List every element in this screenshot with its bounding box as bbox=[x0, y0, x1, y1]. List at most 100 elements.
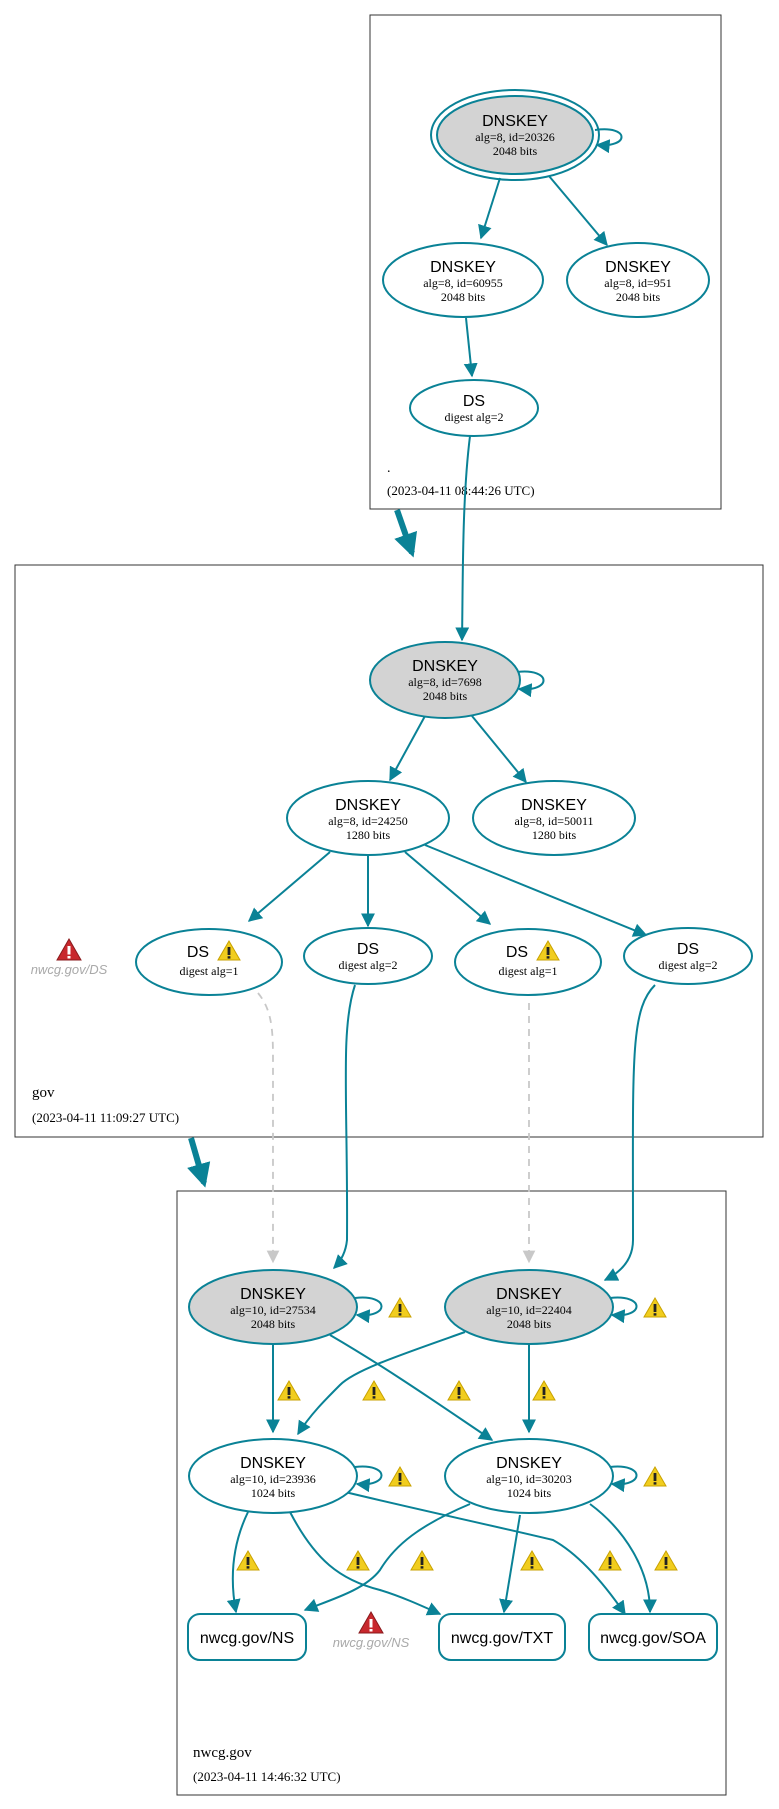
node-gov-ds4[interactable]: DS digest alg=2 bbox=[623, 927, 753, 985]
node-root-ds-title: DS bbox=[463, 393, 485, 410]
node-nw-zsk1-line1: alg=10, id=23936 bbox=[230, 1472, 316, 1486]
node-nw-ksk2[interactable]: DNSKEY alg=10, id=22404 2048 bits bbox=[444, 1269, 614, 1345]
node-nw-zsk1[interactable]: DNSKEY alg=10, id=23936 1024 bits bbox=[188, 1438, 358, 1514]
edge-gov-ksk-zsk2 bbox=[471, 715, 527, 784]
edge-gov-ksk-self bbox=[516, 670, 545, 698]
edge-gov-zsk1-ds4 bbox=[424, 844, 648, 937]
node-gov-ds4-title: DS bbox=[677, 941, 699, 958]
node-nw-ksk1-line1: alg=10, id=27534 bbox=[230, 1303, 316, 1317]
node-gov-ksk[interactable]: DNSKEY alg=8, id=7698 2048 bits bbox=[369, 641, 521, 719]
node-root-zsk2-title: DNSKEY bbox=[605, 259, 671, 276]
node-gov-ds1-line1: digest alg=1 bbox=[179, 964, 238, 978]
zone-timestamp-gov: (2023-04-11 11:09:27 UTC) bbox=[32, 1110, 179, 1125]
node-gov-ds2[interactable]: DS digest alg=2 bbox=[303, 927, 433, 985]
rrset-soa-label: nwcg.gov/SOA bbox=[600, 1630, 706, 1647]
node-gov-zsk1[interactable]: DNSKEY alg=8, id=24250 1280 bits bbox=[286, 780, 450, 856]
node-gov-zsk1-line1: alg=8, id=24250 bbox=[328, 814, 408, 828]
edge-gov-ds2-nw-ksk1 bbox=[333, 984, 356, 1269]
node-root-ksk-line1: alg=8, id=20326 bbox=[475, 130, 555, 144]
edge-nw-zsk1-self bbox=[354, 1465, 383, 1493]
node-nw-ksk2-line2: 2048 bits bbox=[507, 1317, 552, 1331]
node-nw-ksk1-title: DNSKEY bbox=[240, 1286, 306, 1303]
node-gov-ds3-title: DS bbox=[506, 944, 528, 961]
rrset-soa[interactable]: nwcg.gov/SOA bbox=[588, 1613, 718, 1661]
node-root-zsk1-title: DNSKEY bbox=[430, 259, 496, 276]
node-nw-ksk2-title: DNSKEY bbox=[496, 1286, 562, 1303]
delegation-root-gov bbox=[394, 509, 418, 558]
edge-nw-zsk2-txt bbox=[499, 1514, 521, 1614]
node-nw-ksk1[interactable]: DNSKEY alg=10, id=27534 2048 bits bbox=[188, 1269, 358, 1345]
error-gov-ds-missing[interactable]: nwcg.gov/DS bbox=[31, 938, 108, 977]
node-gov-zsk2-line2: 1280 bits bbox=[532, 828, 577, 842]
node-root-ksk[interactable]: DNSKEY alg=8, id=20326 2048 bits bbox=[430, 89, 600, 181]
zone-name-root: . bbox=[387, 461, 391, 476]
node-gov-zsk2-title: DNSKEY bbox=[521, 797, 587, 814]
node-gov-ds3[interactable]: DS digest alg=1 bbox=[454, 928, 602, 996]
edge-nw-zsk1-soa bbox=[344, 1491, 626, 1616]
zone-name-nwcg: nwcg.gov bbox=[193, 1745, 252, 1761]
edge-nw-zsk2-self bbox=[609, 1465, 638, 1493]
node-gov-ds3-line1: digest alg=1 bbox=[498, 964, 557, 978]
node-gov-ksk-title: DNSKEY bbox=[412, 658, 478, 675]
node-nw-zsk2[interactable]: DNSKEY alg=10, id=30203 1024 bits bbox=[444, 1438, 614, 1514]
node-gov-zsk2-line1: alg=8, id=50011 bbox=[514, 814, 593, 828]
error-ns-label: nwcg.gov/NS bbox=[333, 1635, 410, 1650]
node-nw-zsk2-line1: alg=10, id=30203 bbox=[486, 1472, 572, 1486]
edge-nw-ksk2-self bbox=[609, 1296, 638, 1324]
edge-nw-zsk2-soa bbox=[589, 1503, 657, 1614]
edge-root-ksk-zsk1 bbox=[478, 177, 501, 240]
edge-dashed-ds1-nw-ksk1 bbox=[257, 992, 280, 1264]
rrset-ns[interactable]: nwcg.gov/NS bbox=[187, 1613, 307, 1661]
zone-timestamp-root: (2023-04-11 08:44:26 UTC) bbox=[387, 483, 535, 498]
node-root-zsk1-line1: alg=8, id=60955 bbox=[423, 276, 503, 290]
node-root-zsk2-line2: 2048 bits bbox=[616, 290, 661, 304]
edge-nw-ksk1-zsk2 bbox=[329, 1334, 494, 1441]
error-gov-ds-label: nwcg.gov/DS bbox=[31, 962, 108, 977]
node-root-ds[interactable]: DS digest alg=2 bbox=[409, 379, 539, 437]
edge-nw-zsk2-ns bbox=[303, 1503, 471, 1612]
node-root-zsk2[interactable]: DNSKEY alg=8, id=951 2048 bits bbox=[566, 242, 710, 318]
node-gov-ksk-line1: alg=8, id=7698 bbox=[408, 675, 482, 689]
node-gov-ds4-line1: digest alg=2 bbox=[658, 958, 717, 972]
node-root-ksk-line2: 2048 bits bbox=[493, 144, 538, 158]
node-gov-ds1[interactable]: DS digest alg=1 bbox=[135, 928, 283, 996]
rrset-ns-label: nwcg.gov/NS bbox=[200, 1630, 294, 1647]
node-root-ksk-title: DNSKEY bbox=[482, 113, 548, 130]
node-root-zsk2-line1: alg=8, id=951 bbox=[604, 276, 672, 290]
node-nw-zsk2-line2: 1024 bits bbox=[507, 1486, 552, 1500]
edge-gov-zsk1-ds3 bbox=[404, 851, 492, 925]
edge-nw-zsk1-txt bbox=[289, 1511, 442, 1616]
zone-name-gov: gov bbox=[32, 1085, 55, 1101]
node-gov-ds1-title: DS bbox=[187, 944, 209, 961]
node-nw-ksk2-line1: alg=10, id=22404 bbox=[486, 1303, 572, 1317]
node-root-ds-line1: digest alg=2 bbox=[444, 410, 503, 424]
edge-root-zsk1-ds bbox=[463, 317, 478, 378]
edge-gov-ksk-zsk1 bbox=[389, 715, 426, 782]
edge-root-ds-gov-ksk bbox=[455, 435, 471, 642]
edge-gov-zsk1-ds1 bbox=[247, 851, 331, 922]
node-nw-zsk1-title: DNSKEY bbox=[240, 1455, 306, 1472]
node-gov-zsk1-line2: 1280 bits bbox=[346, 828, 391, 842]
edge-nw-zsk1-ns bbox=[226, 1511, 249, 1614]
node-nw-zsk1-line2: 1024 bits bbox=[251, 1486, 296, 1500]
edge-root-ksk-zsk2 bbox=[548, 175, 608, 247]
edge-root-ksk-self bbox=[594, 128, 623, 154]
edge-nw-ksk2-zsk1 bbox=[297, 1331, 466, 1436]
delegation-gov-nwcg bbox=[187, 1137, 211, 1188]
node-gov-ksk-line2: 2048 bits bbox=[423, 689, 468, 703]
node-root-zsk1[interactable]: DNSKEY alg=8, id=60955 2048 bits bbox=[382, 242, 544, 318]
node-gov-ds2-title: DS bbox=[357, 941, 379, 958]
node-gov-ds2-line1: digest alg=2 bbox=[338, 958, 397, 972]
node-nw-ksk1-line2: 2048 bits bbox=[251, 1317, 296, 1331]
node-gov-zsk1-title: DNSKEY bbox=[335, 797, 401, 814]
rrset-txt-label: nwcg.gov/TXT bbox=[451, 1630, 553, 1647]
node-gov-zsk2[interactable]: DNSKEY alg=8, id=50011 1280 bits bbox=[472, 780, 636, 856]
edge-gov-ds4-nw-ksk2 bbox=[603, 984, 656, 1281]
edge-nw-ksk1-self bbox=[354, 1296, 383, 1324]
node-nw-zsk2-title: DNSKEY bbox=[496, 1455, 562, 1472]
node-root-zsk1-line2: 2048 bits bbox=[441, 290, 486, 304]
zone-timestamp-nwcg: (2023-04-11 14:46:32 UTC) bbox=[193, 1769, 341, 1784]
error-ns-missing[interactable]: nwcg.gov/NS bbox=[333, 1611, 410, 1650]
rrset-txt[interactable]: nwcg.gov/TXT bbox=[438, 1613, 566, 1661]
